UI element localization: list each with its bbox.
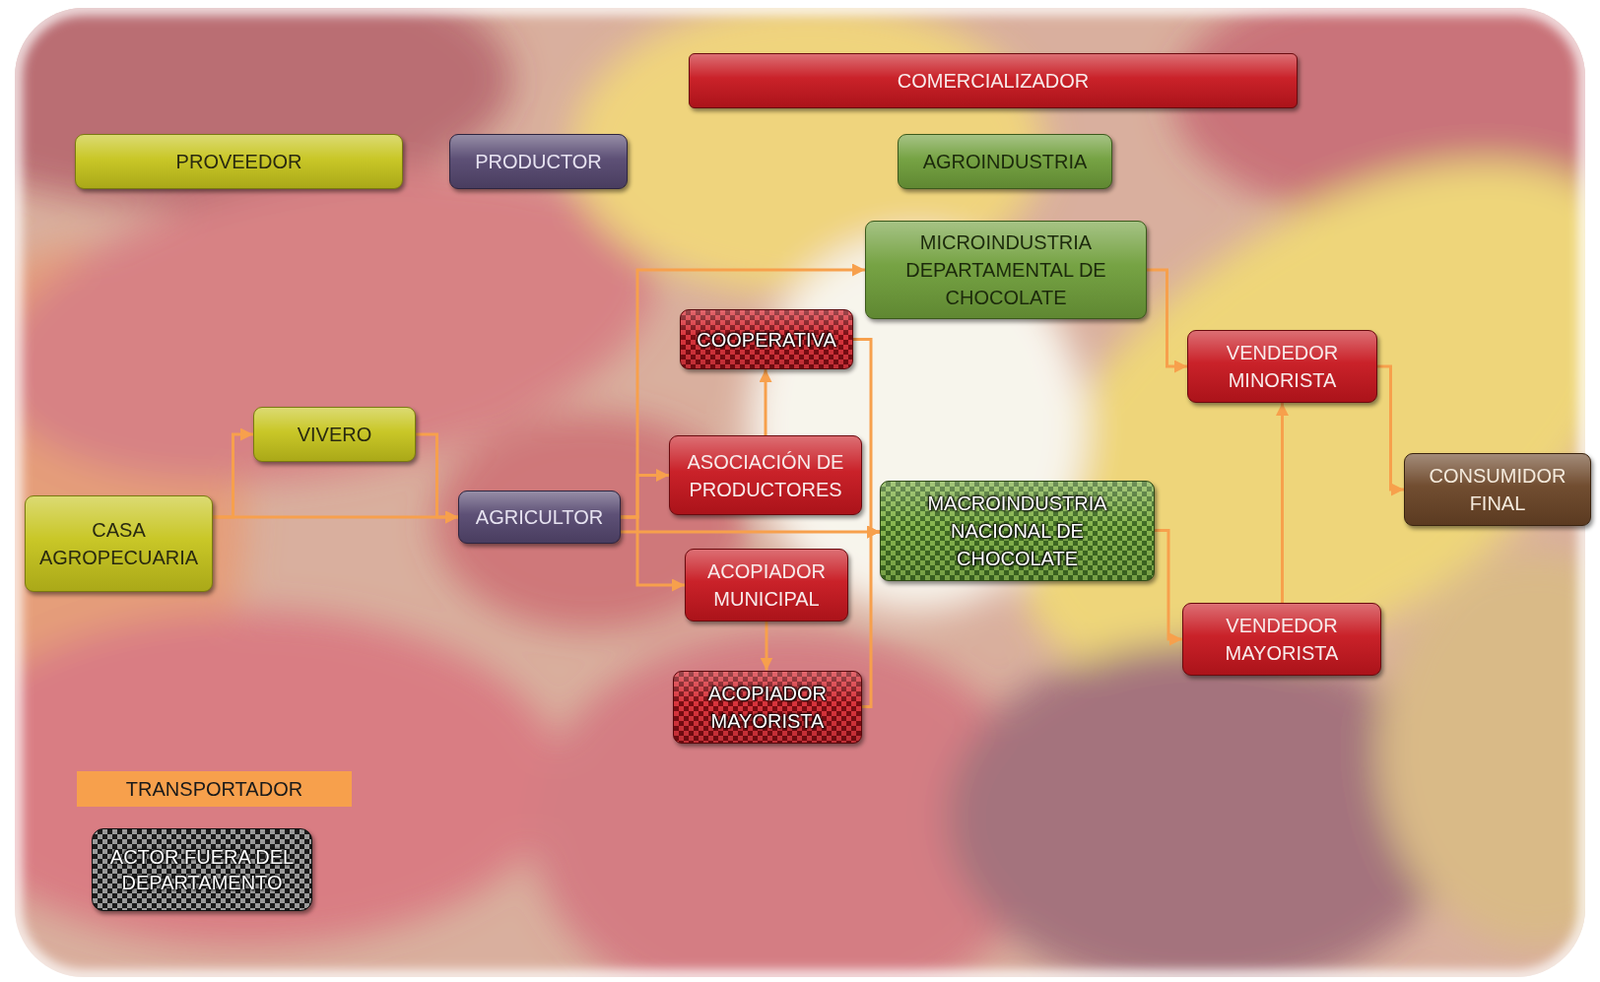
legend-label: ACTOR FUERA DEL DEPARTAMENTO <box>98 844 306 896</box>
node-label: VENDEDOR MINORISTA <box>1196 338 1369 395</box>
actor-box: MACROINDUSTRIA NACIONAL DE CHOCOLATE <box>879 480 1155 582</box>
node-label: AGROINDUSTRIA <box>906 147 1104 176</box>
actor-box: ASOCIACIÓN DE PRODUCTORES <box>668 435 863 516</box>
actor-box: ACOPIADOR MAYORISTA <box>672 670 863 744</box>
node-label: MICROINDUSTRIA DEPARTAMENTAL DE CHOCOLAT… <box>873 228 1138 312</box>
transport-connector <box>765 621 769 671</box>
transport-connector <box>1377 366 1404 490</box>
actor-box: VIVERO <box>253 406 416 463</box>
node-label: COOPERATIVA <box>688 326 845 354</box>
legend-swatch: TRANSPORTADOR <box>76 771 352 807</box>
node-label: CONSUMIDOR FINAL <box>1412 462 1583 518</box>
actor-box: MICROINDUSTRIA DEPARTAMENTAL DE CHOCOLAT… <box>865 220 1147 320</box>
transport-connector <box>764 369 768 436</box>
panel-glow <box>14 7 1586 978</box>
node-label: ACOPIADOR MAYORISTA <box>681 679 854 735</box>
node-label: ASOCIACIÓN DE PRODUCTORES <box>677 448 854 504</box>
transport-connector <box>212 516 459 520</box>
category-box: PROVEEDOR <box>74 133 403 190</box>
actor-box: CASA AGROPECUARIA <box>24 495 213 593</box>
transport-connector <box>620 517 685 586</box>
category-box: AGROINDUSTRIA <box>897 133 1113 190</box>
node-label: PRODUCTOR <box>458 147 619 176</box>
transport-connector <box>620 269 866 518</box>
transport-connector <box>1280 402 1284 603</box>
legend-label: TRANSPORTADOR <box>82 776 346 802</box>
transport-connector <box>620 475 669 519</box>
cacao-photo <box>14 7 1586 978</box>
legend-swatch: ACTOR FUERA DEL DEPARTAMENTO <box>91 828 313 912</box>
transport-connector <box>1154 531 1183 641</box>
node-label: COMERCIALIZADOR <box>697 66 1289 95</box>
transport-connector <box>212 434 254 518</box>
node-label: PROVEEDOR <box>83 147 395 176</box>
actor-box: AGRICULTOR <box>458 490 621 544</box>
category-band: COMERCIALIZADOR <box>688 53 1298 109</box>
node-label: VIVERO <box>262 420 407 449</box>
transport-connector <box>862 532 880 708</box>
actor-box: VENDEDOR MINORISTA <box>1187 330 1378 403</box>
node-label: AGRICULTOR <box>466 503 612 532</box>
transport-connector <box>415 434 459 518</box>
category-box: PRODUCTOR <box>449 133 628 190</box>
node-label: MACROINDUSTRIA NACIONAL DE CHOCOLATE <box>888 489 1146 573</box>
actor-box: CONSUMIDOR FINAL <box>1403 453 1592 527</box>
actor-box: VENDEDOR MAYORISTA <box>1182 602 1382 676</box>
transport-connector <box>1146 269 1188 367</box>
node-label: VENDEDOR MAYORISTA <box>1191 611 1373 667</box>
actor-box: ACOPIADOR MUNICIPAL <box>684 548 849 622</box>
node-label: ACOPIADOR MUNICIPAL <box>693 557 840 613</box>
actor-box: COOPERATIVA <box>679 309 854 370</box>
node-label: CASA AGROPECUARIA <box>33 516 204 572</box>
transport-connector <box>620 531 880 534</box>
